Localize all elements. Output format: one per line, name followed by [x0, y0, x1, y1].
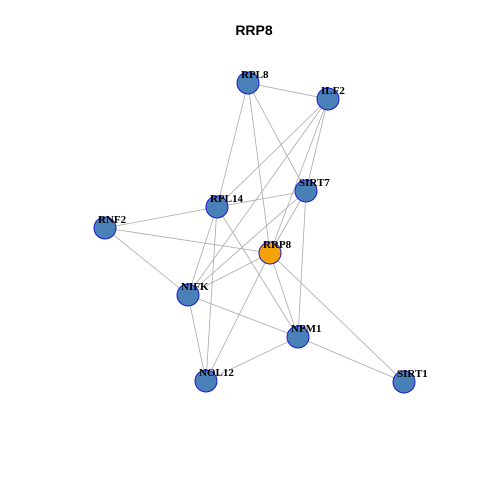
edge-rpl14-npm1 — [216, 206, 299, 338]
node-circle-nifk[interactable] — [176, 283, 200, 307]
node-circle-nol12[interactable] — [194, 369, 218, 393]
edge-rpl8-rrp8 — [247, 82, 271, 254]
node-label-sirt1: SIRT1 — [397, 368, 428, 380]
edge-rrp8-sirt1 — [269, 252, 405, 383]
node-nol12[interactable]: NOL12 — [194, 367, 234, 393]
node-sirt1[interactable]: SIRT1 — [392, 368, 428, 394]
edge-rnf2-rrp8 — [104, 227, 271, 254]
edge-ilf2-rrp8 — [269, 98, 329, 254]
node-label-sirt7: SIRT7 — [299, 177, 330, 189]
node-rpl8[interactable]: RPL8 — [236, 69, 269, 95]
edge-sirt7-rrp8 — [269, 190, 307, 254]
node-sirt7[interactable]: SIRT7 — [294, 177, 330, 203]
node-label-nifk: NIFK — [181, 281, 209, 293]
node-circle-rpl14[interactable] — [205, 195, 229, 219]
node-circle-sirt7[interactable] — [294, 179, 318, 203]
node-circle-sirt1[interactable] — [392, 370, 416, 394]
node-label-rpl14: RPL14 — [210, 193, 244, 205]
node-label-nol12: NOL12 — [199, 367, 234, 379]
node-label-npm1: NPM1 — [291, 323, 322, 335]
node-circle-ilf2[interactable] — [316, 87, 340, 111]
node-rrp8[interactable]: RRP8 — [258, 239, 292, 265]
diagram-title: RRP8 — [235, 22, 273, 38]
edge-sirt7-npm1 — [297, 190, 307, 338]
edge-sirt7-rpl14 — [216, 190, 307, 208]
edge-ilf2-nifk — [187, 98, 329, 296]
edge-npm1-sirt1 — [297, 336, 405, 383]
edge-sirt7-nifk — [187, 190, 307, 296]
edge-rpl8-ilf2 — [247, 82, 329, 100]
node-npm1[interactable]: NPM1 — [286, 323, 322, 349]
edge-rnf2-nifk — [104, 227, 189, 296]
node-rnf2[interactable]: RNF2 — [93, 214, 127, 240]
edge-rrp8-nol12 — [205, 252, 271, 382]
edge-rpl14-rnf2 — [104, 206, 218, 229]
edge-npm1-nol12 — [205, 336, 299, 382]
node-label-rrp8: RRP8 — [263, 239, 292, 251]
node-circle-rnf2[interactable] — [93, 216, 117, 240]
edge-rpl14-nifk — [187, 206, 218, 296]
node-circle-rpl8[interactable] — [236, 71, 260, 95]
node-label-rpl8: RPL8 — [241, 69, 269, 81]
edge-nifk-npm1 — [187, 294, 299, 338]
node-circle-rrp8[interactable] — [258, 241, 282, 265]
edge-rpl8-rpl14 — [216, 82, 249, 208]
edge-layer — [104, 82, 405, 383]
edge-nifk-nol12 — [187, 294, 207, 382]
node-ilf2[interactable]: ILF2 — [316, 85, 345, 111]
edge-rpl14-nol12 — [205, 206, 218, 382]
node-label-rnf2: RNF2 — [98, 214, 127, 226]
node-circle-npm1[interactable] — [286, 325, 310, 349]
edge-rrp8-nifk — [187, 252, 271, 296]
edge-rrp8-npm1 — [269, 252, 299, 338]
edge-ilf2-rpl14 — [216, 98, 329, 208]
edge-ilf2-sirt7 — [305, 98, 329, 192]
edge-rpl8-sirt7 — [247, 82, 307, 192]
node-nifk[interactable]: NIFK — [176, 281, 209, 307]
node-label-ilf2: ILF2 — [321, 85, 345, 97]
node-rpl14[interactable]: RPL14 — [205, 193, 244, 219]
